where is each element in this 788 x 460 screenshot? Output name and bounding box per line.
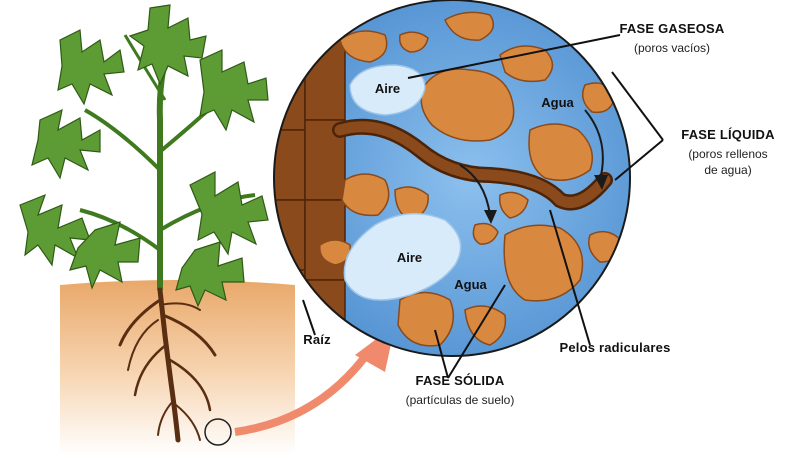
root-hairs-label: Pelos radiculares — [545, 341, 685, 356]
magnified-soil — [260, 0, 630, 360]
water-bottom-label: Agua — [443, 278, 498, 293]
gaseous-phase-subtitle: (poros vacíos) — [597, 42, 747, 56]
liquid-phase-title: FASE LÍQUIDA — [673, 128, 783, 143]
root-label: Raíz — [292, 333, 342, 348]
air-top-label: Aire — [360, 82, 415, 97]
liquid-phase-subtitle-2: de agua) — [673, 164, 783, 178]
water-top-label: Agua — [530, 96, 585, 111]
solid-phase-title: FASE SÓLIDA — [380, 374, 540, 389]
plant — [20, 5, 268, 306]
air-bottom-label: Aire — [382, 251, 437, 266]
solid-phase-subtitle: (partículas de suelo) — [380, 394, 540, 408]
liquid-phase-subtitle-1: (poros rellenos — [673, 148, 783, 162]
gaseous-phase-title: FASE GASEOSA — [597, 22, 747, 37]
